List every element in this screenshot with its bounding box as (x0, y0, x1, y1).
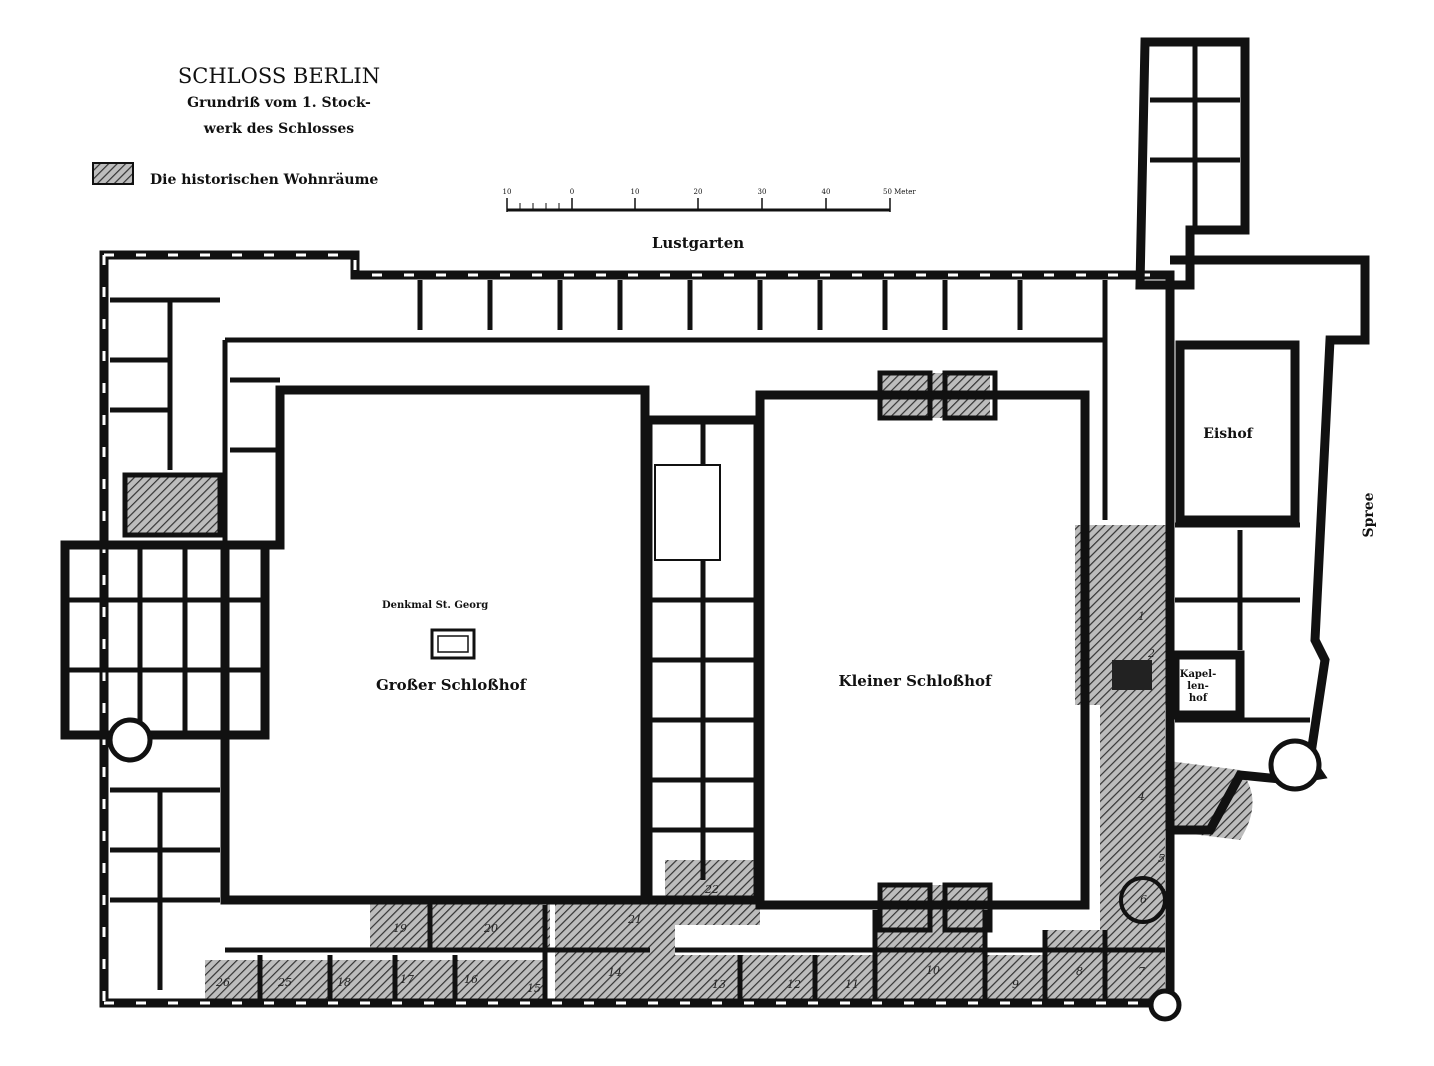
label-kleiner-schlosshof: Kleiner Schloßhof (839, 672, 993, 690)
label-kapellenhof: Kapel- (1180, 669, 1216, 680)
room-number: 1 (1138, 610, 1145, 623)
legend-label: Die historischen Wohnräume (150, 172, 378, 188)
scale-bar: 10 0 10 20 30 40 50 Meter (503, 188, 916, 212)
label-kapellenhof: hof (1189, 693, 1208, 704)
room-number: 14 (608, 966, 622, 979)
room-number: 6 (1140, 893, 1147, 906)
label-eishof: Eishof (1203, 426, 1253, 442)
scale-tick-label: 10 (631, 188, 640, 196)
room-number: 7 (1138, 965, 1145, 978)
scale-tick-label: 40 (822, 188, 831, 196)
map-subtitle-line2: werk des Schlosses (203, 121, 355, 137)
label-lustgarten: Lustgarten (652, 234, 744, 252)
room-number: 21 (627, 913, 642, 926)
room-numbers: 1 2 4 5 6 7 8 9 10 11 12 13 14 15 16 17 … (215, 610, 1165, 995)
room-number: 16 (464, 973, 478, 986)
label-denkmal: Denkmal St. Georg (382, 600, 488, 611)
scale-tick-label: 30 (758, 188, 767, 196)
room-number: 10 (926, 964, 940, 977)
room-number: 19 (393, 922, 407, 935)
room-number: 4 (1137, 790, 1145, 803)
room-number: 2 (1147, 647, 1155, 660)
map-title: SCHLOSS BERLIN (178, 64, 380, 88)
building-walls (60, 37, 1370, 1022)
room-number: 25 (277, 976, 292, 989)
room-number: 12 (787, 978, 801, 991)
room-number: 18 (337, 976, 351, 989)
scale-tick-label: 50 Meter (883, 188, 916, 196)
room-number: 22 (704, 883, 719, 896)
room-number: 11 (845, 978, 859, 991)
room-number: 26 (215, 976, 230, 989)
label-kapellenhof: len- (1187, 681, 1209, 692)
legend-hatch-swatch (92, 162, 134, 185)
room-number: 5 (1158, 852, 1165, 865)
scale-tick-label: 10 (503, 188, 512, 196)
map-subtitle-line1: Grundriß vom 1. Stock- (187, 95, 371, 111)
monument-st-georg (430, 628, 476, 660)
scale-tick-label: 20 (694, 188, 703, 196)
room-number: 13 (712, 978, 726, 991)
room-number: 9 (1012, 978, 1019, 991)
room-number: 17 (400, 973, 414, 986)
historic-rooms (205, 373, 1253, 1005)
scale-tick-label: 0 (570, 188, 574, 196)
label-spree: Spree (1361, 492, 1377, 537)
room-number: 20 (483, 922, 498, 935)
room-number: 8 (1076, 965, 1083, 978)
label-grosser-schlosshof: Großer Schloßhof (376, 676, 528, 694)
room-number: 15 (527, 982, 541, 995)
